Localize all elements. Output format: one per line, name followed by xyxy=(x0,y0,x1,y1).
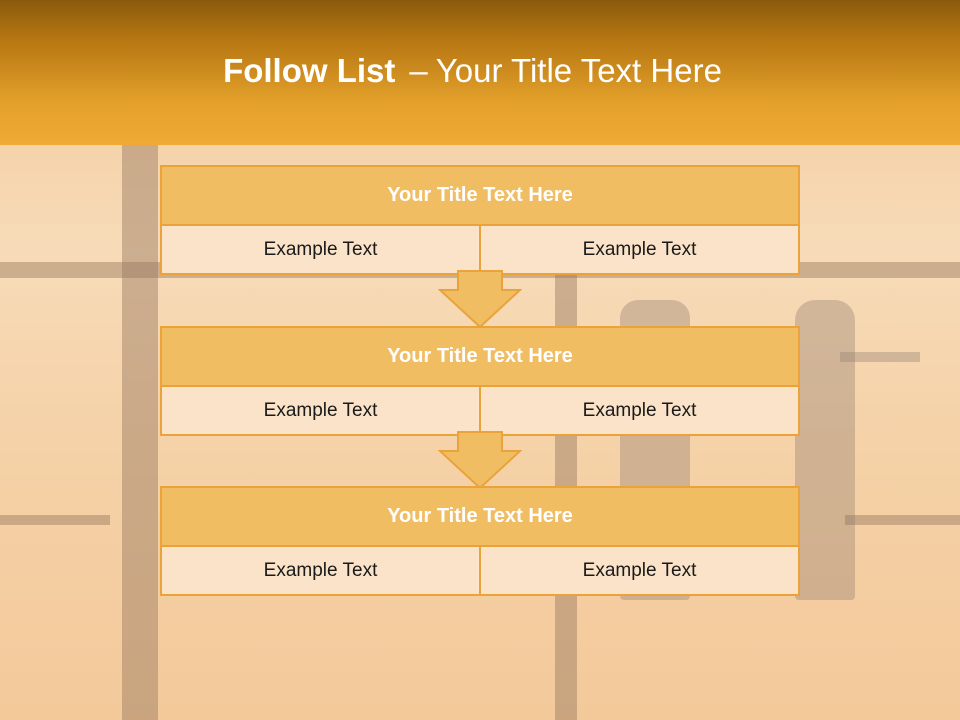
person-silhouette xyxy=(795,300,855,600)
block-cell-left: Example Text xyxy=(162,547,479,594)
list-block-2: Your Title Text Here Example Text Exampl… xyxy=(160,326,800,436)
title-separator: – xyxy=(409,52,428,89)
window-rail xyxy=(845,515,960,525)
down-arrow-icon xyxy=(438,431,522,489)
block-cell-right: Example Text xyxy=(479,387,798,434)
title-bold: Follow List xyxy=(223,52,396,89)
header-bar: Follow List–Your Title Text Here xyxy=(0,0,960,145)
list-block-3: Your Title Text Here Example Text Exampl… xyxy=(160,486,800,596)
person-arm xyxy=(840,352,920,362)
block-cell-right: Example Text xyxy=(479,226,798,273)
title-rest: Your Title Text Here xyxy=(435,52,722,89)
page-title: Follow List–Your Title Text Here xyxy=(0,52,945,90)
list-block-1: Your Title Text Here Example Text Exampl… xyxy=(160,165,800,275)
block-cell-left: Example Text xyxy=(162,387,479,434)
window-rail xyxy=(0,515,110,525)
block-title: Your Title Text Here xyxy=(162,328,798,387)
block-cell-right: Example Text xyxy=(479,547,798,594)
block-cell-left: Example Text xyxy=(162,226,479,273)
down-arrow-icon xyxy=(438,270,522,328)
window-mullion xyxy=(122,145,158,720)
block-title: Your Title Text Here xyxy=(162,167,798,226)
block-title: Your Title Text Here xyxy=(162,488,798,547)
